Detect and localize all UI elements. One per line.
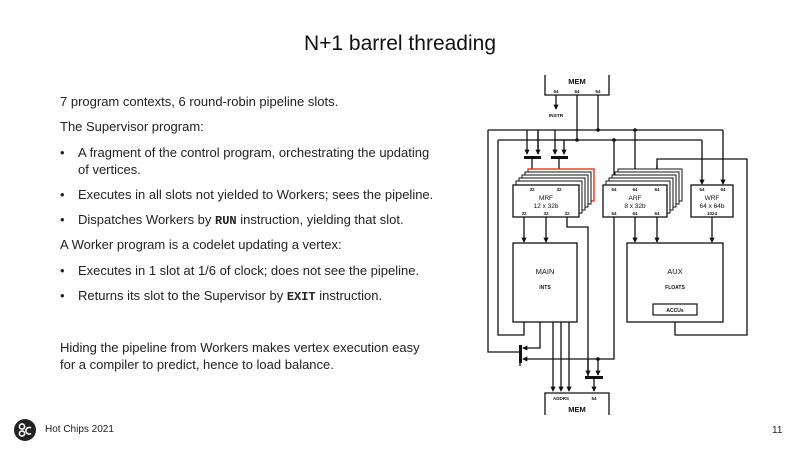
bullet-dot: • (60, 288, 65, 303)
mux-1 (524, 156, 541, 159)
wrf-in-port: 64 (720, 187, 726, 192)
aux-name: AUX (667, 267, 682, 276)
wrf-in-port: 64 (699, 187, 705, 192)
mrf-stack (512, 168, 595, 218)
worker-heading: A Worker program is a codelet updating a… (60, 237, 342, 252)
junction-dot (612, 138, 616, 142)
main-to-mux (522, 322, 541, 351)
mem-top-label: MEM (568, 77, 586, 86)
arf-box (602, 184, 668, 218)
arf-out-port: 64 (632, 211, 638, 216)
mem-port-label: 64 (553, 89, 559, 94)
bullet-text: Dispatches Workers by RUN instruction, y… (78, 211, 404, 230)
mrf-out-port: 32 (543, 211, 549, 216)
mux-3 (519, 345, 522, 363)
arf-in-port: 64 (654, 187, 660, 192)
mux-2 (551, 156, 568, 159)
mrf-size: 12 x 32b (534, 203, 559, 210)
bullet-dot: • (60, 263, 65, 278)
bullet-text-pre: Dispatches Workers by (78, 212, 216, 227)
mem-bottom-label: MEM (568, 405, 586, 414)
mrf-out-port: 32 (521, 211, 527, 216)
junction-dot (575, 138, 579, 142)
mrf-in-port: 32 (556, 187, 562, 192)
outer-loop-wire (487, 130, 519, 353)
mem-port-label: 64 (595, 89, 601, 94)
conclusion-line-2: for a compiler to predict, hence to load… (60, 357, 334, 372)
mrf-box (512, 184, 580, 218)
mem-bottom-port: 64 (591, 396, 597, 401)
main-name: MAIN (536, 267, 555, 276)
bullet-text: A fragment of the control program, orche… (78, 144, 429, 178)
mrf-out-3 (566, 217, 589, 376)
bullet-text-pre: Returns its slot to the Supervisor by (78, 288, 287, 303)
aux-feedback-wire (656, 158, 748, 336)
conclusion-line-1: Hiding the pipeline from Workers makes v… (60, 340, 420, 355)
accus-label: ACCUs (666, 308, 683, 314)
aux-sub: FLOATS (665, 285, 685, 291)
arf-stack (602, 168, 683, 218)
contexts-line: 7 program contexts, 6 round-robin pipeli… (60, 94, 339, 109)
mrf-name: MRF (539, 195, 553, 202)
arf-in-port: 64 (611, 187, 617, 192)
bullet-text-line-1: A fragment of the control program, orche… (78, 145, 430, 160)
arf-out-port: 64 (654, 211, 660, 216)
bullet-text: Executes in all slots not yielded to Wor… (78, 187, 434, 202)
bullet-text: Returns its slot to the Supervisor by EX… (78, 287, 382, 306)
wrf-size: 64 x 64b (700, 203, 725, 210)
mrf-out-port: 32 (564, 211, 570, 216)
supervisor-heading: The Supervisor program: (60, 119, 204, 134)
logo-glyph (18, 423, 32, 437)
slide-title: N+1 barrel threading (303, 32, 497, 55)
main-box (512, 242, 578, 323)
arf-name: ARF (629, 195, 642, 202)
mem-bottom-box (544, 392, 610, 415)
mrf-in-port: 32 (529, 187, 535, 192)
bullet-dot: • (60, 212, 65, 227)
wrf-name: WRF (705, 195, 720, 202)
junction-dot (596, 128, 600, 132)
bullet-dot: • (60, 187, 65, 202)
footer-conference: Hot Chips 2021 (45, 424, 114, 435)
bullet-text-post: instruction, yielding that slot. (236, 212, 404, 227)
page-number: 11 (772, 425, 783, 436)
bullet-text-post: instruction. (315, 288, 383, 303)
main-sub: INTS (539, 285, 551, 291)
wrf-out-port: 1024 (707, 211, 718, 216)
mem-port-label: 64 (574, 89, 580, 94)
instr-label: INSTR (549, 113, 564, 119)
inner-loop-wire (497, 140, 525, 336)
hot-chips-logo-icon (14, 419, 36, 441)
arf-out-port: 64 (611, 211, 617, 216)
exit-instruction: EXIT (286, 290, 316, 304)
bullet-text: Executes in 1 slot at 1/6 of clock; does… (78, 263, 420, 278)
bullet-dot: • (60, 145, 65, 160)
arf-in-port: 64 (632, 187, 638, 192)
arf-size: 8 x 32b (624, 203, 646, 210)
bullet-text-line-2: of vertices. (78, 162, 141, 177)
junction-dot (633, 128, 637, 132)
addrs-label: ADDRS (553, 396, 569, 401)
mux-4 (585, 376, 603, 379)
run-instruction: RUN (215, 214, 237, 228)
accus-box (652, 303, 698, 316)
